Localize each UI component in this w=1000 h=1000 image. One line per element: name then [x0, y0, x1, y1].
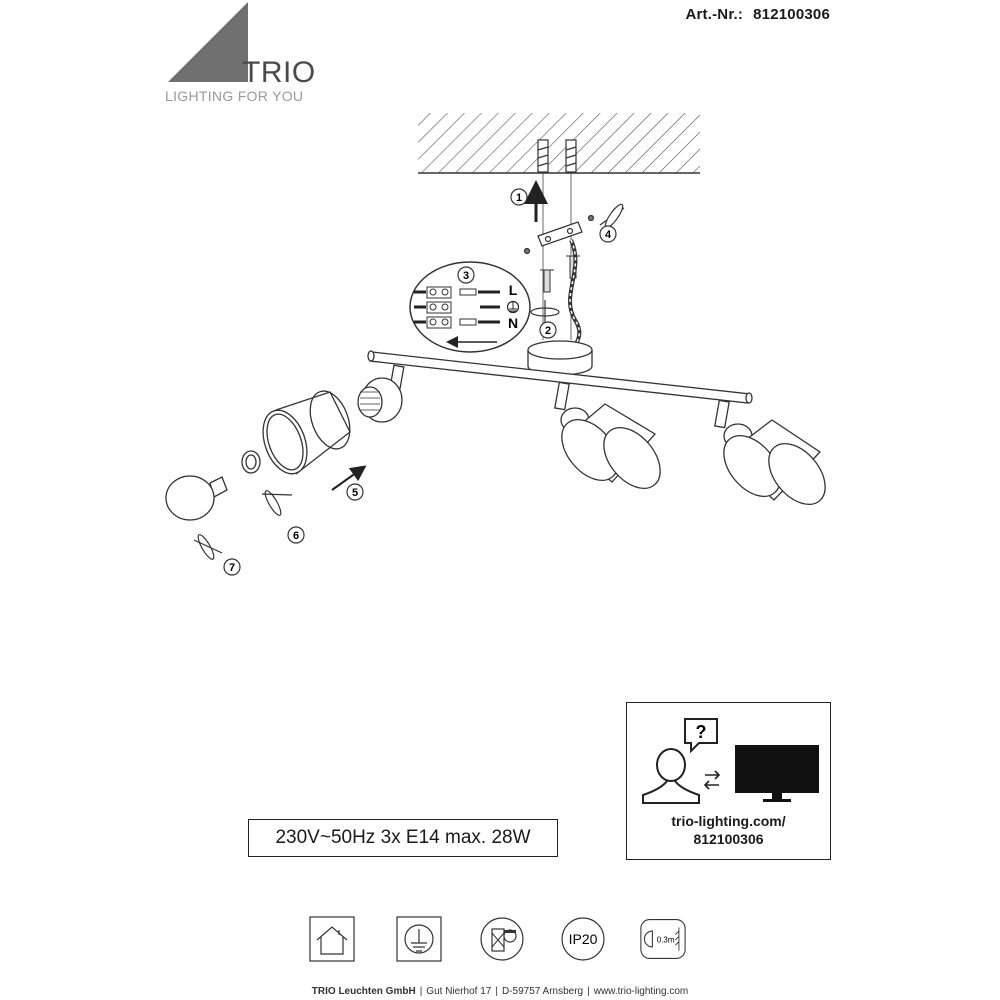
earth-ground-icon	[396, 916, 442, 962]
spot-right	[714, 399, 826, 505]
spot-left-exploded	[165, 364, 405, 521]
ip-rating-text: IP20	[569, 931, 598, 947]
step-badges: 1 2 3 4 5 6 7	[223, 188, 617, 576]
distance-label: 0.3m	[657, 936, 675, 945]
footer-city: D-59757 Arnsberg	[501, 986, 584, 997]
info-url-line2: 812100306	[693, 831, 764, 847]
footer-company: TRIO Leuchten GmbH	[311, 986, 416, 997]
article-number-value: 812100306	[753, 6, 830, 23]
min-distance-icon: 0.3m	[640, 919, 686, 959]
article-number: Art.-Nr.: 812100306	[685, 6, 830, 23]
online-info-box: ? trio-lighting.com/ 812100306	[626, 702, 831, 860]
footer-website[interactable]: www.trio-lighting.com	[593, 986, 689, 997]
indoor-house-icon	[309, 916, 355, 962]
person-screen-icon: ?	[642, 718, 819, 804]
screwdriver-step7	[193, 534, 223, 560]
mounting-bracket	[523, 214, 595, 255]
footer-street: Gut Nierhof 17	[426, 986, 492, 997]
step-6-label: 6	[293, 530, 299, 542]
step-7-label: 7	[229, 562, 235, 574]
terminal-n-label: N	[508, 315, 518, 331]
screwdriver-step6	[261, 490, 293, 516]
step-5-label: 5	[352, 487, 358, 499]
step-2-label: 2	[545, 325, 551, 337]
info-url-line1[interactable]: trio-lighting.com/	[671, 813, 786, 829]
step-3-label: 3	[463, 270, 469, 282]
screwdriver-step4	[599, 203, 625, 229]
ip20-badge: IP20	[561, 917, 605, 961]
question-mark: ?	[696, 722, 707, 742]
logo-tagline: LIGHTING FOR YOU	[165, 88, 304, 104]
article-number-label: Art.-Nr.:	[685, 6, 744, 23]
assembly-drawing: L N	[165, 113, 826, 576]
electrical-spec: 230V~50Hz 3x E14 max. 28W	[248, 819, 558, 857]
step-1-label: 1	[516, 192, 522, 204]
logo-name: TRIO	[242, 56, 316, 89]
wiring-detail	[409, 261, 531, 353]
spot-middle	[554, 381, 661, 489]
canopy	[527, 340, 593, 376]
lamp-bar	[367, 350, 753, 404]
terminal-l-label: L	[509, 282, 518, 298]
ceiling-hatch	[418, 113, 700, 174]
trio-logo-triangle	[168, 2, 248, 82]
no-dimmer-icon	[480, 917, 524, 961]
step-4-label: 4	[605, 229, 612, 241]
screws	[540, 255, 580, 293]
footer: TRIO Leuchten GmbH|Gut Nierhof 17|D-5975…	[311, 986, 689, 997]
